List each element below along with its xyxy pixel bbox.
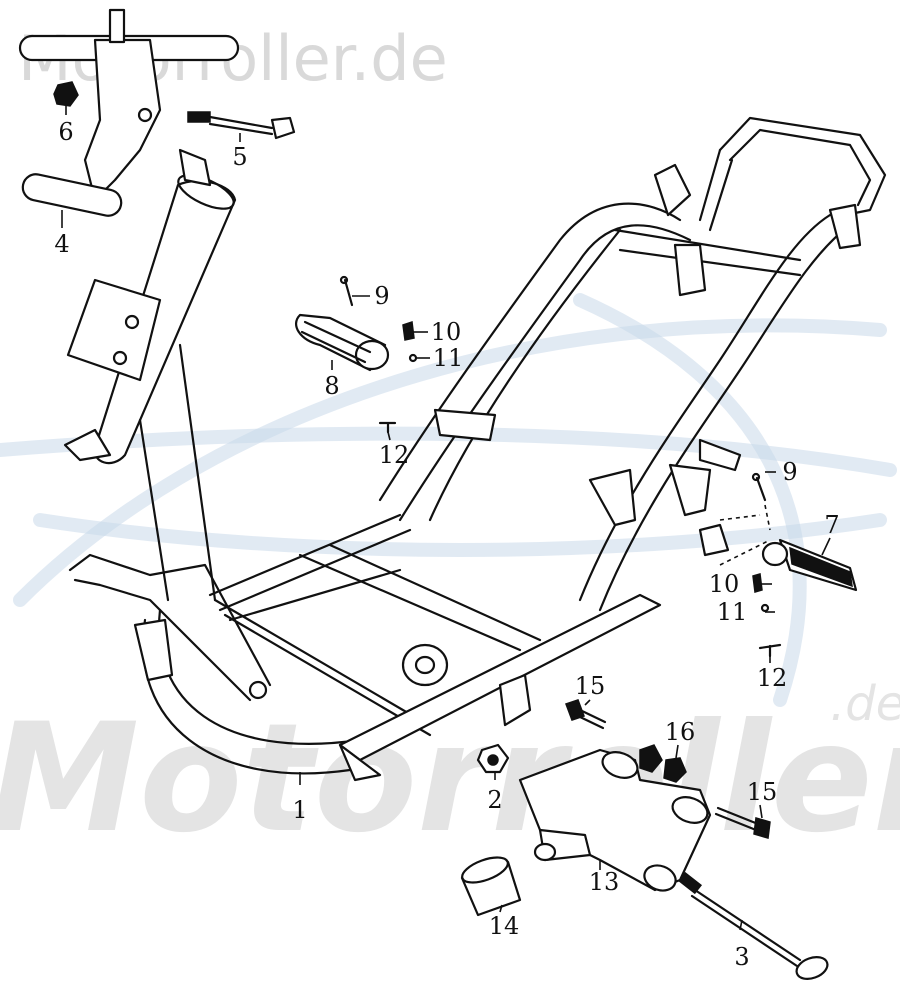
callout-2: 2 <box>487 786 502 814</box>
callout-12-left: 12 <box>379 441 410 469</box>
callout-15-lower: 15 <box>747 778 778 806</box>
callout-11-left: 11 <box>433 344 464 372</box>
small-hardware <box>339 275 782 658</box>
part-3-long-bolt <box>677 871 829 980</box>
callout-10-left: 10 <box>431 318 462 346</box>
assembly-lines <box>719 504 771 566</box>
callout-10-right: 10 <box>709 570 740 598</box>
callout-13: 13 <box>589 868 620 896</box>
callout-4: 4 <box>54 230 69 258</box>
part-16-nuts <box>639 744 687 783</box>
callout-12-right: 12 <box>757 664 788 692</box>
callout-7: 7 <box>824 511 839 539</box>
callout-1: 1 <box>292 796 307 824</box>
callout-9-left: 9 <box>374 282 389 310</box>
callout-14: 14 <box>489 912 520 940</box>
part-8-footrest <box>295 313 390 372</box>
part-15-bolt-lower <box>714 806 771 839</box>
callout-15-upper: 15 <box>575 672 606 700</box>
watermark-suffix-text: .de <box>830 676 900 732</box>
part-15-bolt-upper <box>565 699 607 730</box>
callout-9-right: 9 <box>782 458 797 486</box>
callout-8: 8 <box>324 372 339 400</box>
watermark-big-text: Motorroller <box>0 692 900 866</box>
callout-5: 5 <box>232 143 247 171</box>
part-2-nut <box>476 743 510 774</box>
part-13-engine-hanger <box>518 748 712 892</box>
part-14-bushing <box>460 856 522 917</box>
leader-lines <box>61 105 831 931</box>
callout-16: 16 <box>665 718 696 746</box>
callout-labels: 1 2 3 4 5 6 7 8 9 9 10 10 11 11 12 12 13… <box>54 118 839 971</box>
callout-11-right: 11 <box>717 598 748 626</box>
part-7-footrest <box>761 538 858 592</box>
part-1-main-frame <box>63 116 887 782</box>
callout-6: 6 <box>58 118 73 146</box>
part-4-bracket <box>18 8 240 217</box>
callout-3: 3 <box>734 943 749 971</box>
part-5-bolt <box>187 111 296 140</box>
part-6-nut <box>53 81 79 107</box>
